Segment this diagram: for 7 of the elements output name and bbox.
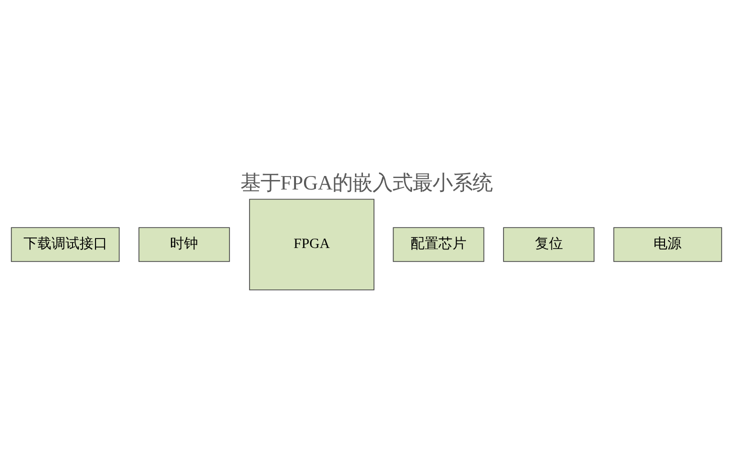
- node-box: 复位: [503, 226, 594, 262]
- node-box: 下载调试接口: [10, 226, 120, 262]
- node-box: FPGA: [249, 198, 374, 290]
- diagram-title: 基于FPGA的嵌入式最小系统: [240, 172, 493, 194]
- node-box: 时钟: [138, 226, 230, 262]
- node-box: 电源: [613, 226, 722, 262]
- node-box: 配置芯片: [392, 226, 484, 262]
